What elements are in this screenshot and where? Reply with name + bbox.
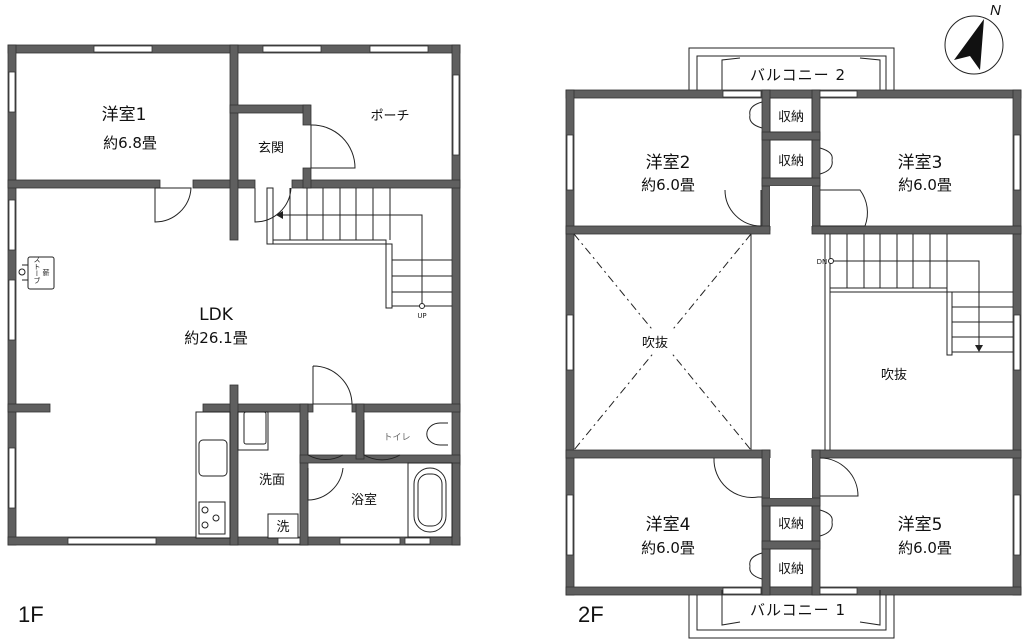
second-floor-plan: バルコニー 2 xyxy=(565,47,1022,639)
wall xyxy=(192,179,256,189)
staircase-2f: DN xyxy=(817,234,1013,450)
door xyxy=(312,365,353,405)
wall xyxy=(451,459,461,546)
window xyxy=(277,537,301,545)
balcony-2-label: バルコニー 2 xyxy=(750,66,846,84)
room-toilet-name: トイレ xyxy=(383,433,410,443)
window xyxy=(339,537,401,545)
washer xyxy=(267,513,299,539)
void-left xyxy=(573,233,752,451)
room-entrance-name: 玄関 xyxy=(258,141,284,156)
room-western2-area: 約6.0畳 xyxy=(641,176,695,194)
door xyxy=(307,467,344,501)
room-western3-area: 約6.0畳 xyxy=(898,176,952,194)
window xyxy=(93,45,153,53)
storage-4 xyxy=(769,548,813,588)
wall xyxy=(565,89,1022,99)
kitchen-counter xyxy=(195,411,231,539)
storage-door xyxy=(749,552,763,580)
floor-label-2f: 2F xyxy=(578,602,604,627)
storage-3-label: 収納 xyxy=(778,517,804,532)
wall xyxy=(351,403,461,413)
wall xyxy=(302,104,312,126)
room-western1-area: 約6.8畳 xyxy=(103,134,157,152)
storage-4-label: 収納 xyxy=(778,562,804,577)
staircase: UP xyxy=(266,187,452,320)
room-western5-name: 洋室5 xyxy=(898,515,943,535)
door xyxy=(154,187,192,223)
storage-door xyxy=(749,101,763,129)
window xyxy=(8,279,16,341)
first-floor-plan: UP 薪 ストーブ 洗 洋室 xyxy=(7,44,461,627)
floor-label-1f: 1F xyxy=(18,602,44,627)
window xyxy=(8,447,16,509)
wall xyxy=(291,179,461,189)
storage-1-label: 収納 xyxy=(778,110,804,125)
wall xyxy=(229,384,239,546)
svg-text:ストーブ: ストーブ xyxy=(33,256,41,284)
door xyxy=(819,457,859,497)
window xyxy=(452,74,460,156)
door xyxy=(724,189,762,227)
room-bathroom-name: 浴室 xyxy=(351,492,377,508)
wall xyxy=(355,403,365,460)
wall xyxy=(202,403,314,413)
compass-north-label: N xyxy=(990,2,1001,19)
room-western3-name: 洋室3 xyxy=(898,153,943,173)
window xyxy=(404,537,431,545)
wall xyxy=(7,179,161,189)
stairs-up-label: UP xyxy=(417,312,426,320)
room-ldk-name: LDK xyxy=(199,305,234,325)
toilet xyxy=(426,422,448,446)
storage-1 xyxy=(769,97,813,133)
storage-2-label: 収納 xyxy=(778,154,804,169)
room-porch-name: ポーチ xyxy=(370,109,409,124)
window xyxy=(8,71,16,113)
door xyxy=(310,124,356,169)
door xyxy=(713,457,762,498)
storage-2 xyxy=(769,139,813,179)
void-right-label: 吹抜 xyxy=(881,367,907,383)
balcony-2: バルコニー 2 xyxy=(688,47,895,96)
door xyxy=(307,420,344,461)
room-western2-name: 洋室2 xyxy=(646,153,691,173)
wall xyxy=(229,44,239,241)
void-left-label: 吹抜 xyxy=(642,335,668,351)
storage-3 xyxy=(769,505,813,542)
storage-door xyxy=(819,509,833,537)
storage-door xyxy=(819,147,833,175)
window xyxy=(369,45,429,53)
wall xyxy=(302,167,312,189)
stairs-down-label: DN xyxy=(817,258,828,266)
wood-stove: 薪 ストーブ xyxy=(18,256,55,290)
room-ldk-area: 約26.1畳 xyxy=(184,329,247,347)
door xyxy=(820,189,868,227)
stove-top-icon xyxy=(198,501,226,535)
wall xyxy=(565,586,1022,596)
window xyxy=(262,45,322,53)
svg-text:洗: 洗 xyxy=(276,520,289,535)
wall xyxy=(7,536,309,546)
wall xyxy=(229,104,311,114)
balcony-1: バルコニー 1 xyxy=(688,590,895,639)
wall xyxy=(7,403,51,413)
balcony-1-label: バルコニー 1 xyxy=(750,601,846,619)
room-washroom-name: 洗面 xyxy=(259,473,285,488)
svg-text:薪: 薪 xyxy=(43,268,50,277)
door xyxy=(363,420,401,461)
wall xyxy=(299,403,309,546)
room-western4-area: 約6.0畳 xyxy=(641,539,695,557)
room-western1-name: 洋室1 xyxy=(102,105,147,125)
window xyxy=(8,199,16,251)
north-compass-icon: N xyxy=(944,2,1004,75)
room-western4-name: 洋室4 xyxy=(646,515,691,535)
wall xyxy=(299,454,461,464)
window xyxy=(67,537,157,545)
room-western5-area: 約6.0畳 xyxy=(898,539,952,557)
